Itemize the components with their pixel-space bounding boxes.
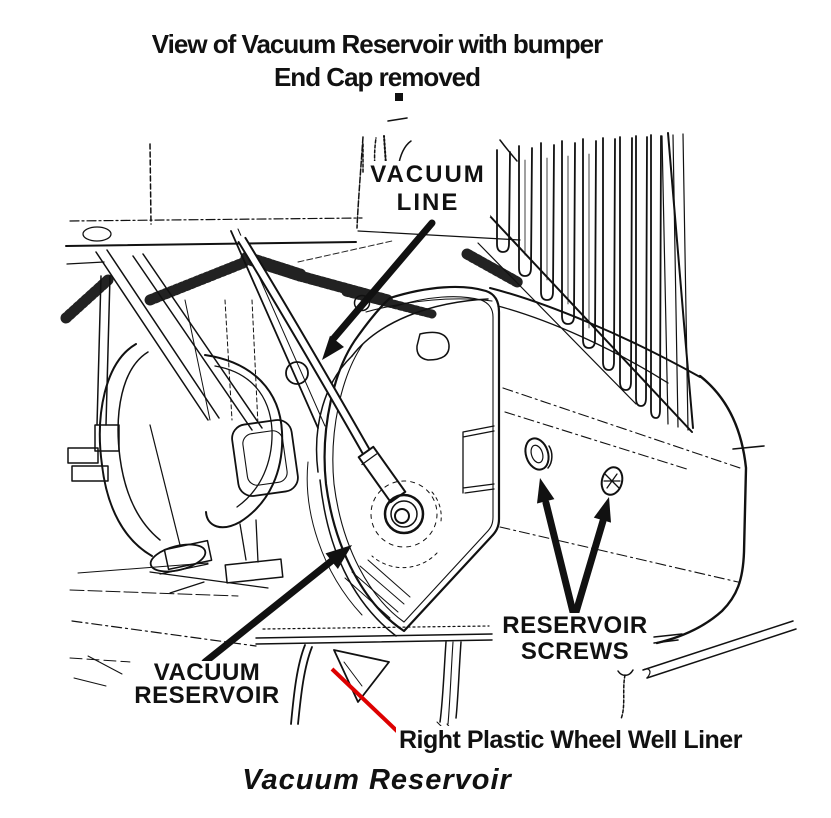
- label-reservoir-screws-line1: RESERVOIR: [502, 612, 648, 639]
- figure-caption: Vacuum Reservoir: [242, 764, 512, 796]
- vacuum-reservoir-arrow: [205, 545, 352, 662]
- label-vacuum-line-line2: LINE: [396, 189, 460, 216]
- reservoir-screws-arrow-left: [537, 478, 573, 612]
- vacuum-line-tube: [239, 238, 442, 568]
- wiring-harness-hoses: [66, 241, 519, 318]
- label-vacuum-reservoir-line2: RESERVOIR: [134, 682, 280, 709]
- label-vacuum-line: VACUUM LINE: [366, 161, 490, 217]
- screw-left: [522, 435, 553, 472]
- label-reservoir-screws-line2: SCREWS: [520, 638, 630, 665]
- reservoir-screws: [522, 435, 626, 497]
- bumper-fascia: [478, 214, 796, 678]
- label-wheel-well-liner: Right Plastic Wheel Well Liner: [396, 726, 745, 755]
- label-reservoir-screws: RESERVOIR SCREWS: [498, 612, 652, 665]
- grille-slats: [497, 133, 693, 430]
- wheelhouse-arcs: [307, 299, 488, 636]
- screw-right: [599, 465, 626, 497]
- label-vacuum-line-line1: VACUUM: [370, 161, 486, 188]
- wheel-well-liner-pointer-red: [332, 669, 398, 732]
- horn-bracket-assembly: [100, 344, 300, 588]
- vacuum-reservoir-drum: [325, 287, 499, 631]
- label-vacuum-reservoir-line1: VACUUM: [153, 659, 261, 686]
- reservoir-screws-arrow-right: [576, 497, 611, 612]
- figure-title-line1: View of Vacuum Reservoir with bumper: [151, 29, 603, 59]
- vacuum-line-arrow: [322, 223, 432, 360]
- figure-title: View of Vacuum Reservoir with bumper End…: [151, 28, 603, 94]
- reservoir-port: [371, 481, 441, 568]
- figure-title-line2: End Cap removed: [273, 62, 481, 92]
- label-vacuum-reservoir: VACUUM RESERVOIR: [130, 659, 284, 709]
- annotation-arrows: [205, 223, 611, 732]
